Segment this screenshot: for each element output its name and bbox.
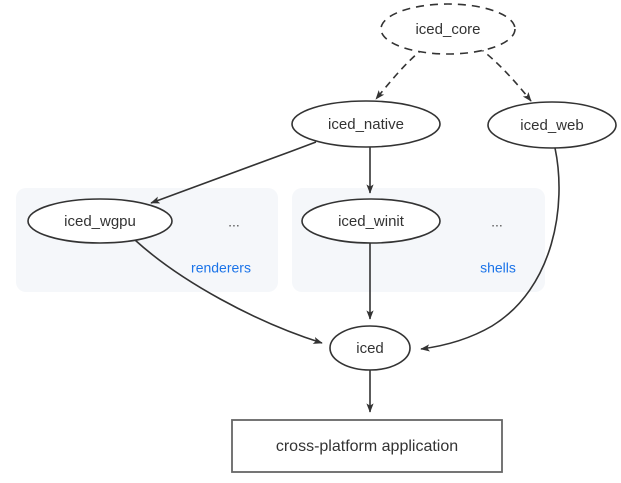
node-iced_wgpu-label: iced_wgpu xyxy=(64,213,136,230)
cluster-shells-label: shells xyxy=(480,260,516,276)
node-application-shape[interactable] xyxy=(231,419,503,473)
edge-iced_wgpu-to-iced xyxy=(134,239,323,344)
edge-iced_core-to-iced_native xyxy=(375,47,425,100)
node-iced_core[interactable]: iced_core xyxy=(380,3,516,55)
node-application-label: cross-platform application xyxy=(276,438,458,455)
node-iced_core-label: iced_core xyxy=(415,21,480,38)
node-iced_native-label: iced_native xyxy=(328,116,404,133)
node-iced_web-label: iced_web xyxy=(520,117,583,134)
edges-group xyxy=(134,46,560,413)
node-iced_web[interactable]: iced_web xyxy=(487,101,617,149)
edge-iced_web-to-iced xyxy=(420,147,560,352)
edge-iced_core-to-iced_web xyxy=(477,46,532,102)
node-iced_winit[interactable]: iced_winit xyxy=(301,198,441,244)
node-iced[interactable]: iced xyxy=(329,325,411,371)
node-iced-label: iced xyxy=(356,340,384,357)
node-iced_native[interactable]: iced_native xyxy=(291,100,441,148)
node-iced-shape[interactable] xyxy=(329,325,411,371)
node-iced_winit-shape[interactable] xyxy=(301,198,441,244)
node-iced_wgpu[interactable]: iced_wgpu xyxy=(27,198,173,244)
shells-more-ellipsis: ... xyxy=(491,214,503,230)
node-iced_wgpu-shape[interactable] xyxy=(27,198,173,244)
renderers-more-ellipsis: ... xyxy=(228,214,240,230)
edge-iced_native-to-iced_wgpu xyxy=(150,141,317,204)
node-iced_native-shape[interactable] xyxy=(291,100,441,148)
cluster-renderers-label: renderers xyxy=(191,260,251,276)
node-cross-platform-application[interactable]: cross-platform application xyxy=(231,419,503,473)
node-iced_core-shape[interactable] xyxy=(380,3,516,55)
node-iced_winit-label: iced_winit xyxy=(338,213,405,230)
node-iced_web-shape[interactable] xyxy=(487,101,617,149)
